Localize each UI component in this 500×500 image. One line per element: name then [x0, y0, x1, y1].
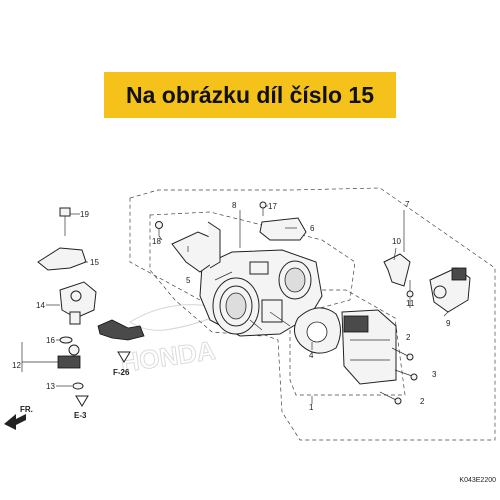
callout-2b: 2 [420, 397, 425, 406]
callout-14: 14 [36, 301, 45, 310]
ref-f26-label: F-26 [113, 368, 130, 377]
bracket-10 [383, 253, 411, 287]
callout-12: 12 [12, 361, 21, 370]
title-text: Na obrázku díl číslo 15 [126, 81, 374, 108]
sensor-module-1 [341, 309, 397, 385]
leader-lines [21, 205, 449, 404]
front-direction-arrow: FR. [4, 405, 33, 430]
ref-arrow-f26: F-26 [113, 351, 131, 377]
callout-18: 18 [152, 237, 161, 246]
screw-2a [391, 347, 414, 361]
sensor-14 [59, 281, 97, 325]
screw-2b [379, 391, 402, 405]
bolt-18 [155, 221, 163, 236]
callout-15: 15 [90, 258, 99, 267]
sensor-9 [429, 267, 471, 313]
oring-16 [59, 336, 73, 344]
callout-10: 10 [392, 237, 401, 246]
callout-11: 11 [406, 299, 415, 308]
callout-13: 13 [46, 382, 55, 391]
bolt-11 [406, 280, 414, 298]
screw-3 [394, 369, 418, 381]
ref-arrow-e3: E-3 [74, 395, 89, 420]
throttle-body [199, 249, 323, 337]
sensor-12 [57, 344, 81, 369]
watermark-text: HONDA [119, 335, 218, 378]
direction-label: FR. [20, 405, 33, 414]
callout-7: 7 [405, 200, 410, 209]
callout-1: 1 [309, 403, 314, 412]
callout-16: 16 [46, 336, 55, 345]
callout-2a: 2 [406, 333, 411, 342]
callout-17: 17 [268, 202, 277, 211]
bolt-19 [59, 207, 71, 236]
callout-4: 4 [309, 351, 314, 360]
ref-e3-label: E-3 [74, 411, 87, 420]
plate-6 [259, 217, 307, 241]
injector [97, 319, 145, 341]
callout-19: 19 [80, 210, 89, 219]
callout-9: 9 [446, 319, 451, 328]
title-banner: Na obrázku díl číslo 15 [104, 72, 396, 118]
callout-8: 8 [232, 201, 237, 210]
gasket-4 [294, 307, 341, 354]
assembly-outline-8 [149, 211, 356, 337]
callout-5: 5 [186, 276, 191, 285]
bracket-15 [37, 247, 87, 271]
bracket-5 [171, 221, 221, 273]
bolt-17 [259, 201, 267, 216]
oring-13 [72, 382, 84, 390]
diagram-code: K043E2200 [459, 477, 496, 484]
assembly-outline-7 [129, 187, 496, 441]
assembly-outline-1 [289, 289, 406, 396]
callout-3: 3 [432, 370, 437, 379]
callout-6: 6 [310, 224, 315, 233]
